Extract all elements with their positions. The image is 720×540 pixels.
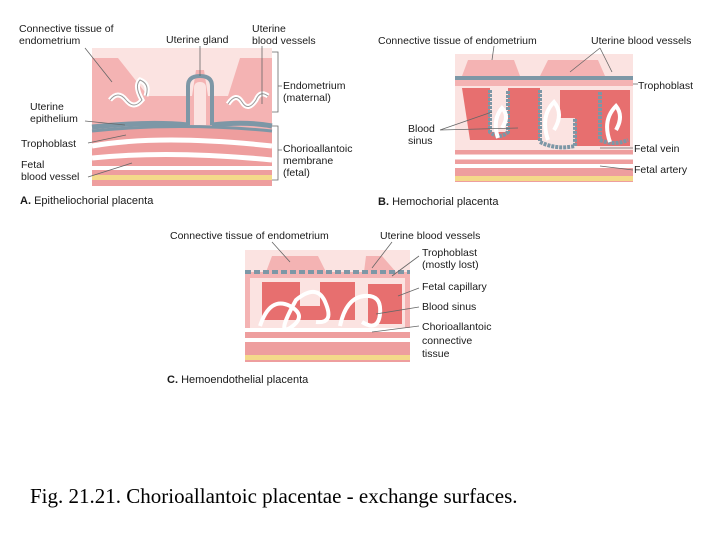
uterine-blood-vessels-label-line2: blood vessels (252, 35, 316, 47)
panel-a-illustration (91, 48, 273, 186)
uterine-epithelium-label-line2: epithelium (30, 113, 78, 125)
endometrium-label-line2: (maternal) (283, 92, 331, 104)
trophoblast-label: Trophoblast (638, 80, 694, 92)
figure-caption: Fig. 21.21. Chorioallantoic placentae - … (30, 484, 518, 508)
fetal-blood-vessel-label-line2: blood vessel (21, 171, 80, 183)
fetal-artery-label: Fetal artery (634, 164, 688, 176)
chorioallantoic-connective-tissue-label: Chorioallantoic (422, 321, 492, 333)
panel-a-title: A. Epitheliochorial placenta (20, 195, 153, 207)
panel-c-illustration (245, 250, 410, 362)
chorioallantoic-membrane-label: Chorioallantoic (283, 143, 353, 155)
fetal-blood-vessel-label: Fetal (21, 159, 45, 171)
connective-tissue-label: Connective tissue of endometrium (378, 35, 537, 47)
panel-a-letter: A. (20, 195, 31, 207)
blood-sinus-label: Blood (408, 123, 435, 135)
panel-c-title: C. Hemoendothelial placenta (167, 374, 308, 386)
chorioallantoic-connective-tissue-label-line3: tissue (422, 348, 450, 360)
leader-lines (84, 45, 638, 333)
panel-c-letter: C. (167, 374, 178, 386)
panel-b-title: B. Hemochorial placenta (378, 196, 498, 208)
trophoblast-label: Trophoblast (422, 247, 478, 259)
trophoblast-label: Trophoblast (21, 138, 77, 150)
uterine-blood-vessels-label: Uterine blood vessels (380, 230, 481, 242)
blood-sinus-label: Blood sinus (422, 301, 477, 313)
connective-tissue-label: Connective tissue of (19, 23, 114, 35)
blood-sinus-label-line2: sinus (408, 135, 433, 147)
uterine-blood-vessels-label: Uterine (252, 23, 286, 35)
panel-b-letter: B. (378, 196, 389, 208)
uterine-blood-vessels-label: Uterine blood vessels (591, 35, 692, 47)
endometrium-label: Endometrium (283, 80, 346, 92)
uterine-epithelium-label: Uterine (30, 101, 64, 113)
trophoblast-label-line2: (mostly lost) (422, 259, 479, 271)
chorioallantoic-connective-tissue-label-line2: connective (422, 335, 473, 347)
chorioallantoic-membrane-label-line2: membrane (283, 155, 334, 167)
panel-c-title-text: Hemoendothelial placenta (181, 374, 309, 386)
connective-tissue-label-line2: endometrium (19, 35, 81, 47)
panel-b-title-text: Hemochorial placenta (392, 196, 499, 208)
fetal-vein-label: Fetal vein (634, 143, 680, 155)
panel-b-illustration (455, 54, 633, 182)
fetal-capillary-label: Fetal capillary (422, 281, 487, 293)
chorioallantoic-membrane-label-line3: (fetal) (283, 167, 310, 179)
connective-tissue-label: Connective tissue of endometrium (170, 230, 329, 242)
panel-a-title-text: Epitheliochorial placenta (34, 195, 154, 207)
uterine-gland-label: Uterine gland (166, 34, 229, 46)
